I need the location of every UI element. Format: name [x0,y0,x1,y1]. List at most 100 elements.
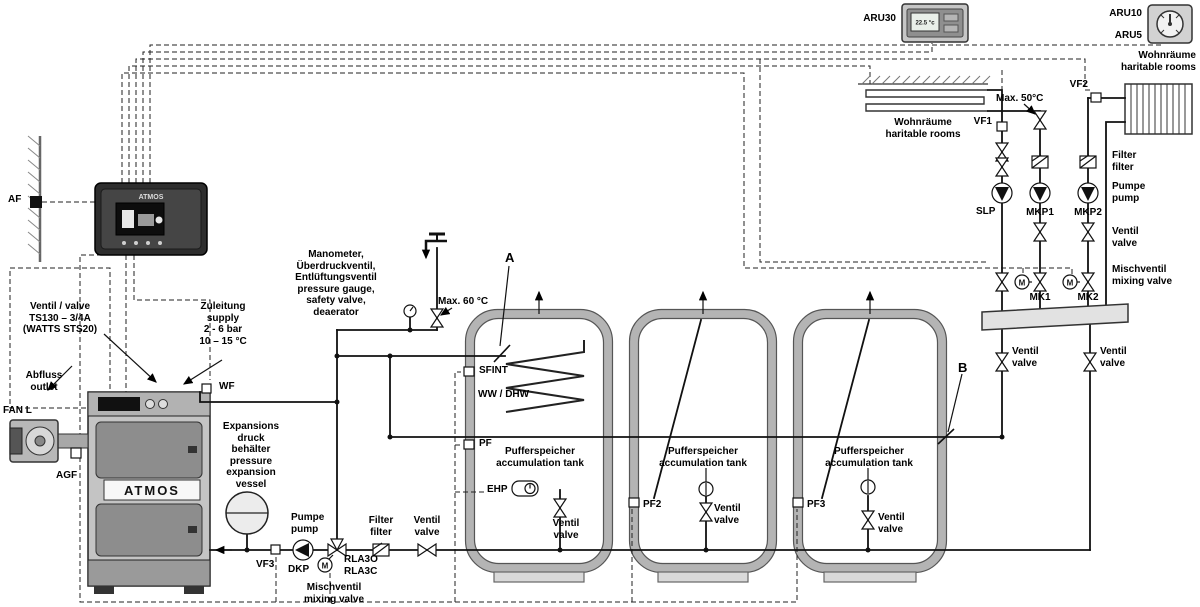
valve-mkp1-icon [1032,222,1048,242]
section-b-label: B [958,360,968,375]
coil-serpentine-icon [865,89,988,112]
valve-tank3-icon [860,510,876,530]
tank2-label: Pufferspeicher accumulation tank [659,446,747,469]
valve-manifold-left-label: Ventil valve [1012,346,1039,369]
dhw-coil-icon [505,340,585,413]
valve-tank3-label: Ventil valve [878,512,905,535]
valve-mkp2-icon [1080,222,1096,242]
svg-text:M: M [1067,279,1074,288]
supply-arrow [182,359,223,385]
motor-mk1-icon: M [1014,274,1030,290]
symbols: M M M [201,92,1102,573]
expansion-vessel [225,491,269,551]
drain-label: Abfluss outlet [25,370,63,393]
af-sensor-icon [30,196,42,208]
valve-max50-icon [1032,110,1048,130]
distribution-manifold [981,303,1129,331]
boiler-gauge-icon [145,399,155,409]
aru30-button [943,24,959,33]
valve-manifold-left-icon [994,352,1010,372]
boiler-upper-door [95,421,203,479]
filter-return-icon [372,542,390,557]
flue-fan [9,419,89,463]
aru10-label: ARU10 [1109,8,1142,19]
pf3-label: PF3 [807,499,826,510]
rla3o-label: RLA3O [344,554,378,565]
pf2-sensor-icon [628,497,640,508]
boiler-gauge-icon [158,399,168,409]
filter-mkp2-icon [1079,154,1097,169]
control-wiring-dashed [9,43,1163,603]
ts-valve-dashed-box [9,267,111,409]
mixing-valve-rla3-icon [327,538,347,558]
sfint-label: SFINT [479,365,508,376]
mkp1-label: MKP1 [1026,207,1054,218]
filter-mkp1-icon [1031,154,1049,169]
vf3-label: VF3 [256,559,275,570]
max50-label: Max. 50°C [996,93,1044,104]
svg-text:M: M [1019,279,1026,288]
vf1-label: VF1 [973,116,992,127]
pf2-label: PF2 [643,499,662,510]
valve-tank1-icon [552,498,568,518]
aru30-display-value: 22.5 °c [915,21,935,27]
fan-label: FAN L [3,405,32,416]
svg-text:M: M [322,562,329,571]
agf-label: AGF [56,470,78,481]
ts-valve-arrow [103,333,157,383]
dkp-label: DKP [288,564,310,575]
mk2-label: MK2 [1077,292,1099,303]
drain-arrow [47,365,73,391]
rooms-radiator-label: Wohnräume haritable rooms [1120,50,1196,73]
floor-heating-coil [858,75,991,112]
pump-mkp2-icon [1077,182,1099,204]
vf2-sensor-icon [1090,92,1102,103]
motor-mk2-icon: M [1062,274,1078,290]
thermowell-tank2-icon [698,481,714,497]
tank-1-base [493,571,585,583]
pump-slp-icon [991,182,1013,204]
pressure-gauge-icon [403,304,417,318]
max60-arrow [439,306,453,316]
valve-tank2-label: Ventil valve [714,503,741,526]
pf-label: PF [479,438,492,449]
thermowell-tank3-icon [860,479,876,495]
tank1-label: Pufferspeicher accumulation tank [496,446,584,469]
aru30-label: ARU30 [863,13,896,24]
mixing-right-label: Mischventil mixing valve [1112,264,1173,287]
boiler-brand-plate [103,479,201,501]
valve-tank1-label: Ventil valve [552,518,580,541]
pipe-junctions [244,327,1005,553]
mixing-bottom-label: Mischventil mixing valve [303,582,365,605]
panel-brand-text: ATMOS [139,194,164,201]
boiler-brand-text: ATMOS [124,483,180,498]
valve-manifold-right-icon [1082,352,1098,372]
valve-right-label: Ventil valve [1112,226,1139,249]
ts-valve-label: Ventil / valve TS130 – 3/4A (WATTS STS20… [22,301,98,336]
tank-3-base [823,571,917,583]
safety-group-label: Manometer, Überdruckventil, Entlüftungsv… [295,249,377,318]
boiler-control-panel: ATMOS [94,182,208,256]
aru30-button [943,13,959,22]
aru-dial-unit [1147,4,1193,44]
rla3c-label: RLA3C [344,566,378,577]
pump-dkp-icon [292,539,314,561]
max60-label: Max. 60 °C [438,296,489,307]
vf1-sensor-icon [996,121,1008,132]
flue-pipe [57,433,89,449]
max50-arrow [1023,103,1036,115]
valve-slp-bottom-icon [994,272,1010,292]
aru5-label: ARU5 [1114,30,1142,41]
supply-label: Zuleitung supply 2 - 6 bar 10 – 15 °C [199,301,247,347]
wf-label: WF [219,381,235,392]
faucet-icon [421,232,447,260]
valve-manifold-right-label: Ventil valve [1100,346,1127,369]
mixing-valve-mk2-icon [1080,272,1096,292]
valve-bottom-label: Ventil valve [413,515,441,538]
valve-slp-top2-icon [994,157,1010,177]
pf-sensor-icon [463,439,475,450]
mk1-label: MK1 [1029,292,1051,303]
boiler-lower-door [95,503,203,557]
